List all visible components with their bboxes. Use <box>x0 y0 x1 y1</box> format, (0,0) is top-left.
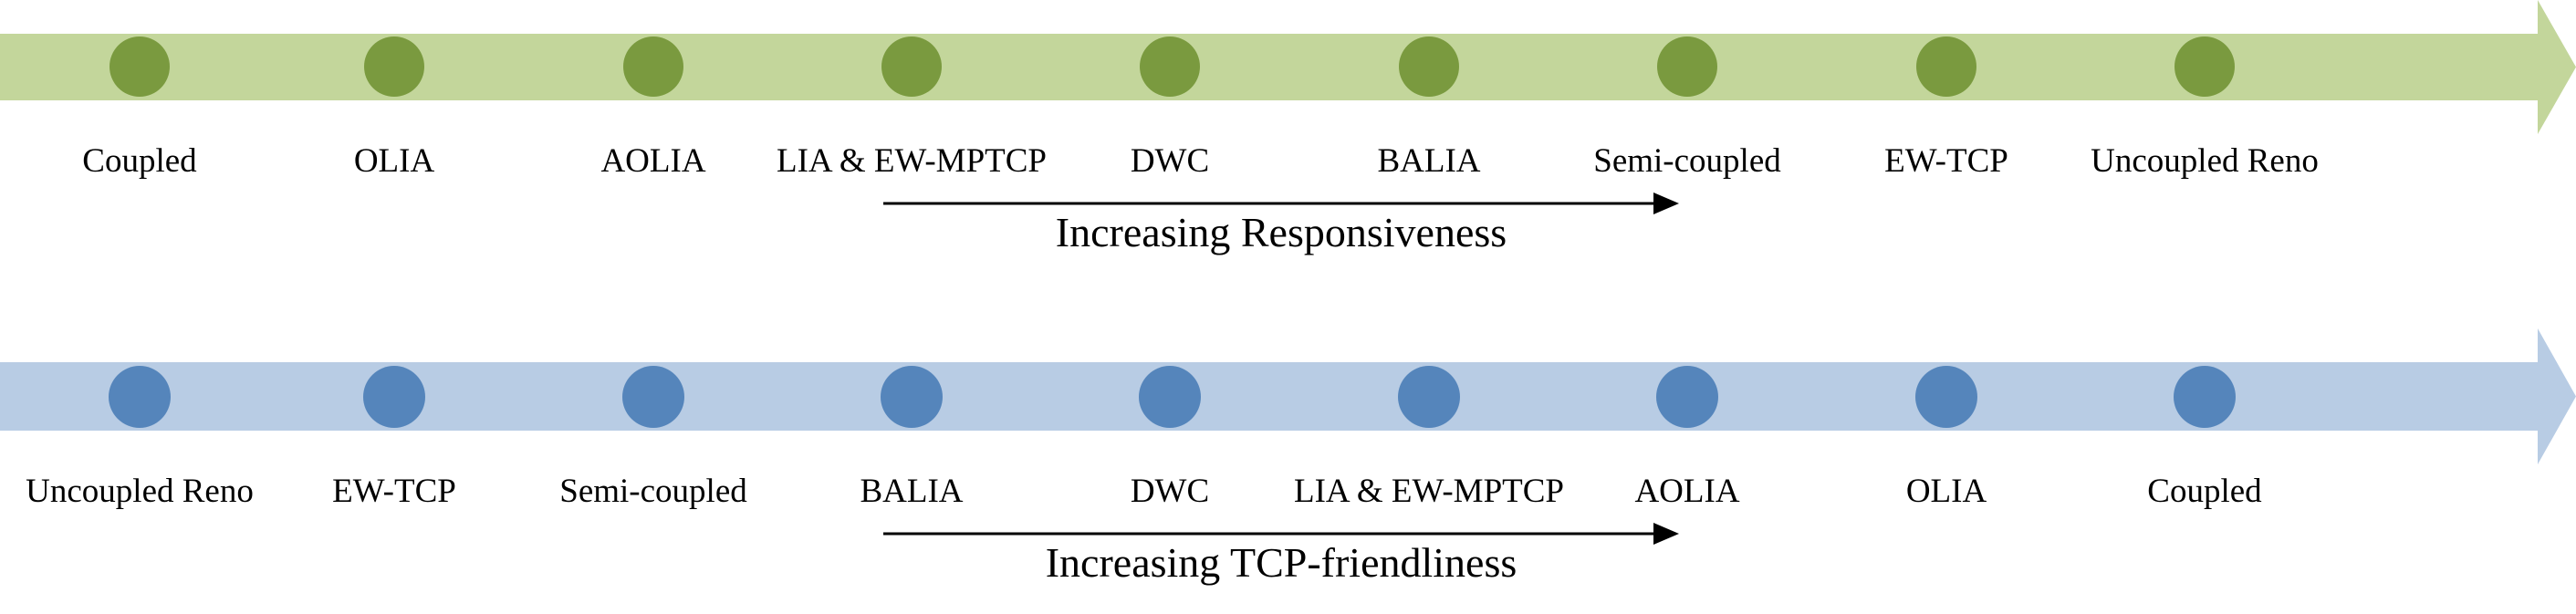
node-label: Uncoupled Reno <box>26 473 254 510</box>
node-label: Semi-coupled <box>1593 142 1781 180</box>
node-marker <box>1398 366 1460 428</box>
node-marker <box>2174 36 2235 97</box>
band-arrow-shape <box>0 328 2576 464</box>
direction-caption: Increasing TCP-friendliness <box>1045 539 1517 586</box>
node-label: AOLIA <box>600 142 706 180</box>
node-marker <box>881 366 943 428</box>
node-label: Semi-coupled <box>559 473 747 510</box>
node-label: BALIA <box>860 473 964 510</box>
arrow-head <box>1653 193 1679 214</box>
node-label: Coupled <box>82 142 197 180</box>
direction-arrow-responsiveness <box>883 189 1679 218</box>
spectrum-band-responsiveness <box>0 0 2576 134</box>
node-label: OLIA <box>353 142 435 180</box>
node-marker <box>110 36 170 97</box>
direction-caption: Increasing Responsiveness <box>1055 209 1507 255</box>
node-marker <box>363 366 425 428</box>
node-marker <box>1399 36 1459 97</box>
node-marker <box>622 366 684 428</box>
spectrum-band-tcp-friendliness <box>0 328 2576 464</box>
arrow-head <box>1653 523 1679 545</box>
node-label: DWC <box>1130 473 1210 510</box>
node-label: BALIA <box>1377 142 1481 180</box>
node-label: LIA & EW-MPTCP <box>1293 473 1565 510</box>
node-marker <box>881 36 942 97</box>
node-marker <box>1140 36 1200 97</box>
node-label: AOLIA <box>1634 473 1740 510</box>
node-label: DWC <box>1130 142 1210 180</box>
node-label: EW-TCP <box>1884 142 2008 180</box>
node-marker <box>364 36 424 97</box>
node-label: Uncoupled Reno <box>2091 142 2319 180</box>
node-marker <box>1656 366 1718 428</box>
node-marker <box>1139 366 1201 428</box>
node-marker <box>109 366 171 428</box>
node-label: EW-TCP <box>332 473 456 510</box>
node-label: OLIA <box>1905 473 1987 510</box>
node-label: Coupled <box>2147 473 2262 510</box>
node-marker <box>1916 36 1976 97</box>
direction-arrow-tcp-friendliness <box>883 519 1679 548</box>
node-marker <box>1915 366 1977 428</box>
node-marker <box>1657 36 1717 97</box>
node-marker <box>623 36 683 97</box>
node-label: LIA & EW-MPTCP <box>776 142 1048 180</box>
node-marker <box>2174 366 2236 428</box>
band-arrow-shape <box>0 0 2576 134</box>
